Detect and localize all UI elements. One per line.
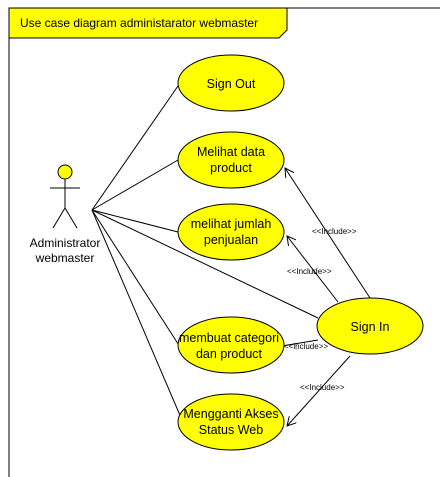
- include-label-jumlah-penjualan: <<Include>>: [287, 267, 332, 276]
- use-case-melihat-data-product-line2: product: [210, 161, 252, 175]
- include-label-data-product: <<Include>>: [312, 227, 357, 236]
- use-case-sign-out[interactable]: Sign Out: [177, 54, 285, 112]
- use-case-membuat-category-line2: dan product: [196, 347, 263, 361]
- use-case-melihat-jumlah-penjualan-line2: penjualan: [204, 233, 258, 247]
- association-sign-in: [91, 209, 319, 319]
- association-sign-out: [91, 85, 179, 211]
- association-membuat-category: [91, 209, 183, 351]
- use-case-membuat-category[interactable]: membuat categori dan product: [177, 316, 285, 374]
- use-case-melihat-jumlah-penjualan-line1: melihat jumlah: [191, 217, 272, 231]
- actor-figure: [50, 164, 80, 229]
- frame-header: Use case diagram administarator webmaste…: [8, 7, 288, 39]
- association-melihat-data-product: [91, 159, 179, 211]
- include-label-membuat-category: <<include>>: [284, 342, 328, 351]
- use-case-sign-out-label: Sign Out: [207, 77, 256, 91]
- use-case-sign-in-label: Sign In: [351, 320, 390, 334]
- association-mengganti-akses: [91, 209, 183, 421]
- include-relations: [281, 168, 371, 426]
- frame-title: Use case diagram administarator webmaste…: [20, 16, 258, 30]
- use-case-mengganti-akses[interactable]: Mengganti Akses Status Web: [177, 393, 285, 451]
- actor-left-leg: [52, 207, 66, 229]
- use-case-sign-in[interactable]: Sign In: [316, 297, 424, 355]
- actor-name-line2: webmaster: [35, 251, 95, 265]
- actor-associations: [91, 85, 319, 421]
- use-case-melihat-data-product[interactable]: Melihat data product: [177, 131, 285, 189]
- use-case-melihat-data-product-line1: Melihat data: [197, 145, 265, 159]
- actor-name-line1: Administrator: [30, 236, 101, 250]
- include-line-membuat-category: [281, 339, 319, 347]
- association-melihat-jumlah-penjualan: [91, 209, 179, 233]
- use-case-melihat-jumlah-penjualan[interactable]: melihat jumlah penjualan: [177, 203, 285, 261]
- include-arrow-mengganti-akses: [287, 355, 351, 426]
- include-label-mengganti-akses: <<Include>>: [300, 383, 345, 392]
- use-case-mengganti-akses-line2: Status Web: [199, 423, 263, 437]
- use-case-mengganti-akses-line1: Mengganti Akses: [183, 407, 278, 421]
- actor-right-leg: [64, 207, 78, 229]
- include-arrow-melihat-data-product: [285, 168, 371, 299]
- actor-head: [57, 164, 73, 180]
- include-arrow-melihat-jumlah-penjualan: [287, 236, 339, 303]
- use-case-membuat-category-line1: membuat categori: [179, 331, 279, 345]
